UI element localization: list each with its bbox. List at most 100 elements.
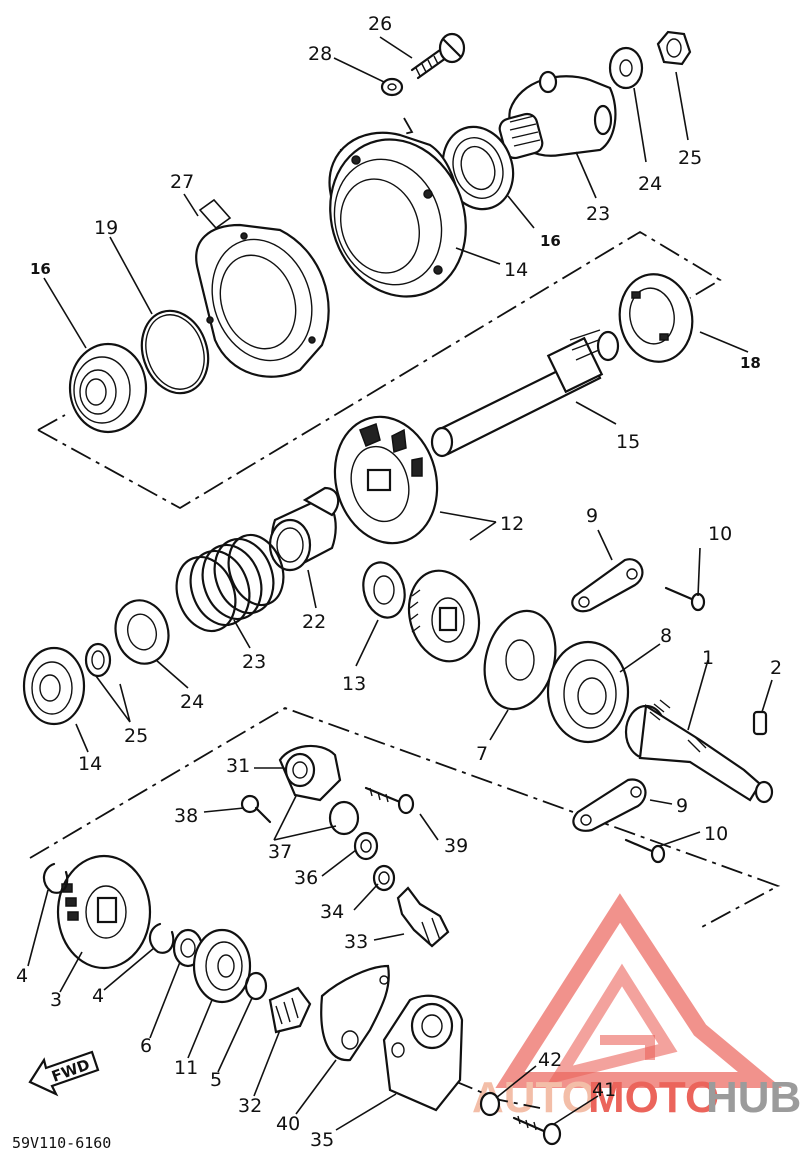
shim-part-13 xyxy=(362,561,406,619)
shaft-part-1 xyxy=(624,699,774,804)
automotohub-watermark: AUTO MOTO HUB xyxy=(472,893,800,1122)
label-4b: 4 xyxy=(92,985,104,1007)
label-9a: 9 xyxy=(586,505,598,527)
label-6: 6 xyxy=(140,1035,152,1057)
o-ring-part-37 xyxy=(328,800,360,836)
diagram-code: 59V110-6160 xyxy=(12,1134,111,1152)
bolt-part-29 xyxy=(410,32,466,80)
watermark-moto: MOTO xyxy=(588,1073,719,1122)
label-41: 41 xyxy=(592,1079,616,1101)
label-29: 26 xyxy=(368,13,392,35)
label-25: 23 xyxy=(586,203,610,225)
group-outline-shaft xyxy=(37,230,722,510)
label-27: 25 xyxy=(678,147,702,169)
leader-lines xyxy=(27,36,773,1131)
circlip-part-5 xyxy=(244,971,268,1001)
yoke-part-25 xyxy=(498,70,617,160)
label-4a: 4 xyxy=(16,965,28,987)
stopper-part-9b xyxy=(572,778,647,832)
label-20: 19 xyxy=(94,217,118,239)
housing-part-31 xyxy=(278,744,342,802)
washer-part-30 xyxy=(380,77,404,97)
sleeve-part-21 xyxy=(268,486,340,572)
label-10a: 10 xyxy=(708,523,732,545)
label-16: 14 xyxy=(504,259,528,281)
gear-part-12b xyxy=(407,569,481,663)
label-36: 36 xyxy=(294,867,318,889)
label-33: 33 xyxy=(344,931,368,953)
label-10b: 10 xyxy=(704,823,728,845)
gear-part-32 xyxy=(268,986,312,1034)
label-42: 42 xyxy=(538,1049,562,1071)
label-3: 3 xyxy=(50,989,62,1011)
bearing-part-11 xyxy=(192,928,252,1004)
bearing-part-17 xyxy=(68,342,148,434)
shim-part-7 xyxy=(483,609,557,711)
label-22: 23 xyxy=(242,651,266,673)
watermark-hub: HUB xyxy=(706,1073,800,1122)
label-38: 38 xyxy=(174,805,198,827)
label-18: 18 xyxy=(740,354,761,372)
label-30: 28 xyxy=(308,43,332,65)
collar-part-24 xyxy=(84,642,112,678)
label-11: 11 xyxy=(174,1057,198,1079)
fwd-arrow: FWD xyxy=(28,1050,100,1097)
label-17: 16 xyxy=(30,260,51,278)
retainer-part-28 xyxy=(195,198,330,378)
label-32: 32 xyxy=(238,1095,262,1117)
label-1: 1 xyxy=(702,647,714,669)
bolt-part-39 xyxy=(364,786,415,815)
washer-part-42 xyxy=(479,1091,501,1117)
label-2: 2 xyxy=(770,657,782,679)
label-13: 13 xyxy=(342,673,366,695)
label-5: 5 xyxy=(210,1069,222,1091)
o-ring-part-20 xyxy=(140,309,210,395)
fwd-label: FWD xyxy=(49,1055,92,1085)
circlip-part-4a xyxy=(42,862,69,894)
washer-part-23 xyxy=(114,599,170,665)
label-14: 14 xyxy=(78,753,102,775)
stopper-part-9a xyxy=(571,558,644,613)
axis-line-41 xyxy=(451,1079,541,1109)
label-8: 8 xyxy=(660,625,672,647)
label-37: 37 xyxy=(268,841,292,863)
nut-part-27 xyxy=(656,30,692,66)
label-40: 40 xyxy=(276,1113,300,1135)
gear-part-33 xyxy=(396,886,450,948)
label-34: 34 xyxy=(320,901,344,923)
label-28: 27 xyxy=(170,171,194,193)
spring-part-22 xyxy=(175,533,285,633)
pin-part-2 xyxy=(752,710,768,736)
gear-part-3 xyxy=(56,854,152,970)
label-23: 24 xyxy=(180,691,204,713)
label-31: 31 xyxy=(226,755,250,777)
gasket-part-40 xyxy=(320,964,390,1062)
label-19: 16 xyxy=(540,232,561,250)
label-9b: 9 xyxy=(676,795,688,817)
circlip-part-4b xyxy=(148,922,175,954)
label-15: 15 xyxy=(616,431,640,453)
label-39: 39 xyxy=(444,835,468,857)
label-12: 12 xyxy=(500,513,524,535)
bolt-part-10b xyxy=(624,838,666,864)
bolt-part-41 xyxy=(512,1115,562,1146)
shaft-part-15 xyxy=(430,329,620,458)
bearing-part-8 xyxy=(546,640,630,744)
group-outline-lower xyxy=(29,707,781,929)
gear-part-12a xyxy=(333,415,439,545)
case-part-35 xyxy=(382,994,464,1112)
label-24: 25 xyxy=(124,725,148,747)
lock-plate-part-18 xyxy=(618,273,694,363)
washer-part-26 xyxy=(608,46,644,90)
bearing-part-14 xyxy=(22,646,86,726)
part-number-labels: 26 28 25 24 23 16 14 27 19 16 18 15 12 9… xyxy=(16,13,782,1151)
label-35: 35 xyxy=(310,1129,334,1151)
washer-part-36 xyxy=(353,831,379,861)
label-7: 7 xyxy=(476,743,488,765)
seal-part-34 xyxy=(372,864,396,892)
screw-part-38 xyxy=(240,794,272,824)
label-21: 22 xyxy=(302,611,326,633)
housing-part-16 xyxy=(328,131,467,298)
leader-30-bracket xyxy=(339,117,414,151)
